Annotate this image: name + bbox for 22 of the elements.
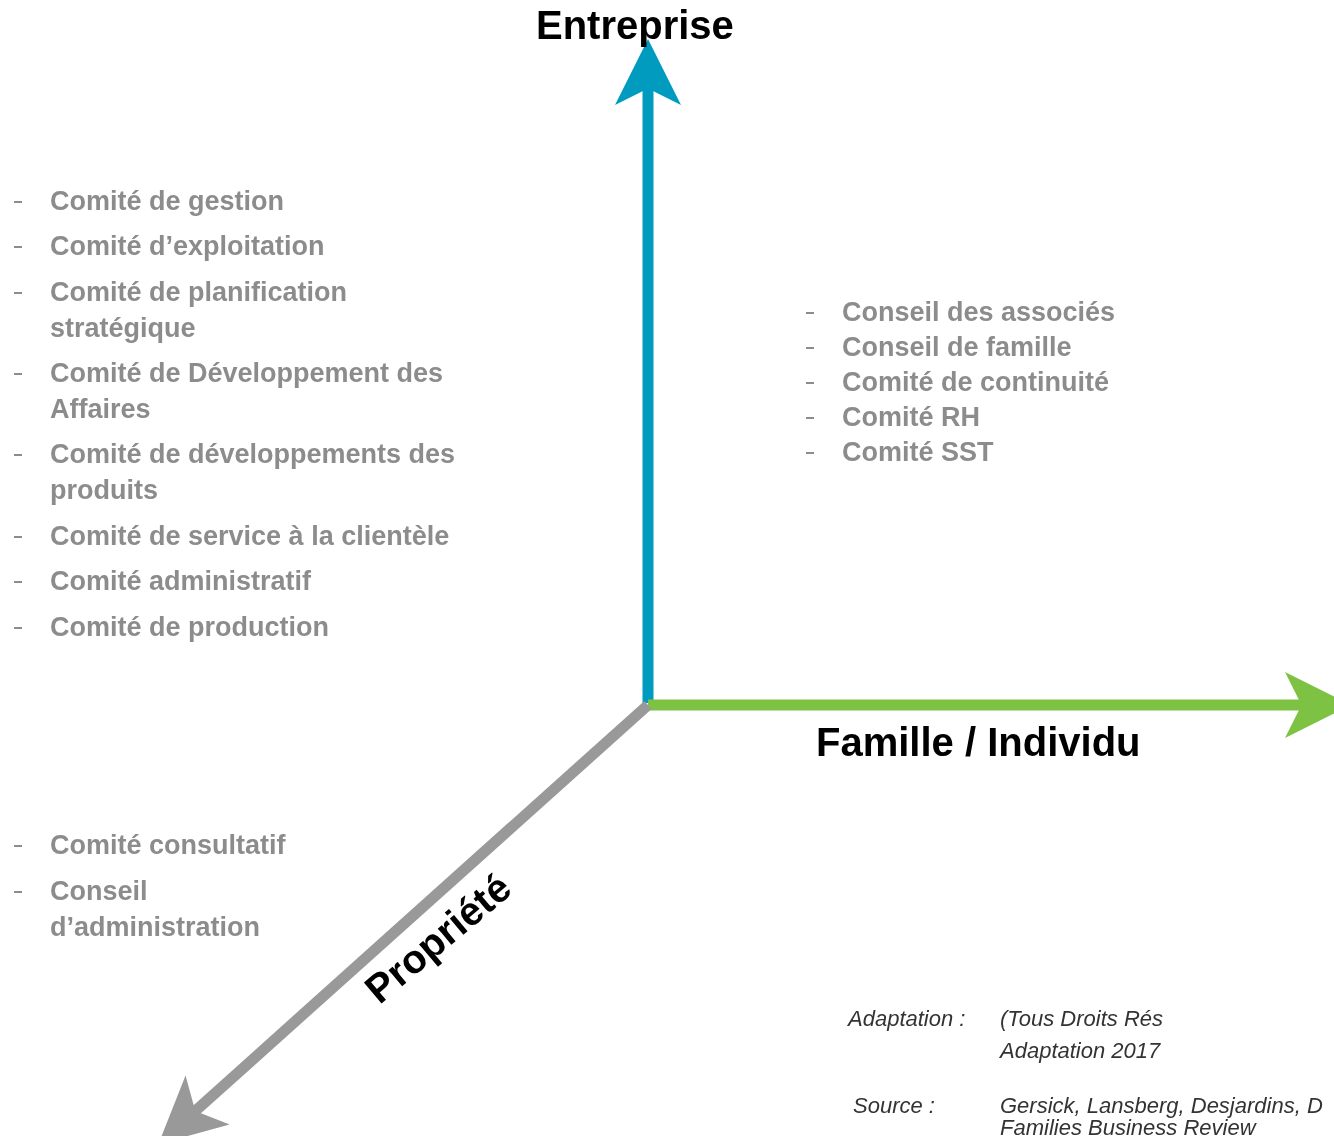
axis-title: Entreprise [536,2,734,48]
source-note: Gersick, Lansberg, Desjardins, D [1000,1092,1323,1118]
committee-item: Comité consultatif [50,829,287,862]
committee-item: Comité de planification stratégique [50,276,349,345]
committee-item: Comité d’exploitation [50,230,326,263]
committee-item: Comité de continuité [842,366,1110,399]
committee-item: Conseil d’administration [50,875,261,944]
committee-item: Comité SST [842,436,995,469]
committee-item: Comité RH [842,401,981,434]
committee-item: Conseil de famille [842,331,1073,364]
source-note: Adaptation : [848,1005,966,1033]
source-note: Source : [853,1092,935,1120]
committee-item: Comité de développements des produits [50,438,457,507]
committee-item: Comité de gestion [50,185,286,218]
committee-item: Conseil des associés [842,296,1117,329]
committee-item: Comité de production [50,611,330,644]
committee-item: Comité de service à la clientèle [50,520,451,553]
source-note: (Tous Droits Rés [1000,1005,1163,1033]
axis-title: Famille / Individu [816,719,1141,765]
committee-item: Comité administratif [50,565,313,598]
source-note: Adaptation 2017 [1000,1037,1161,1065]
committee-item: Comité de Développement des Affaires [50,357,445,426]
